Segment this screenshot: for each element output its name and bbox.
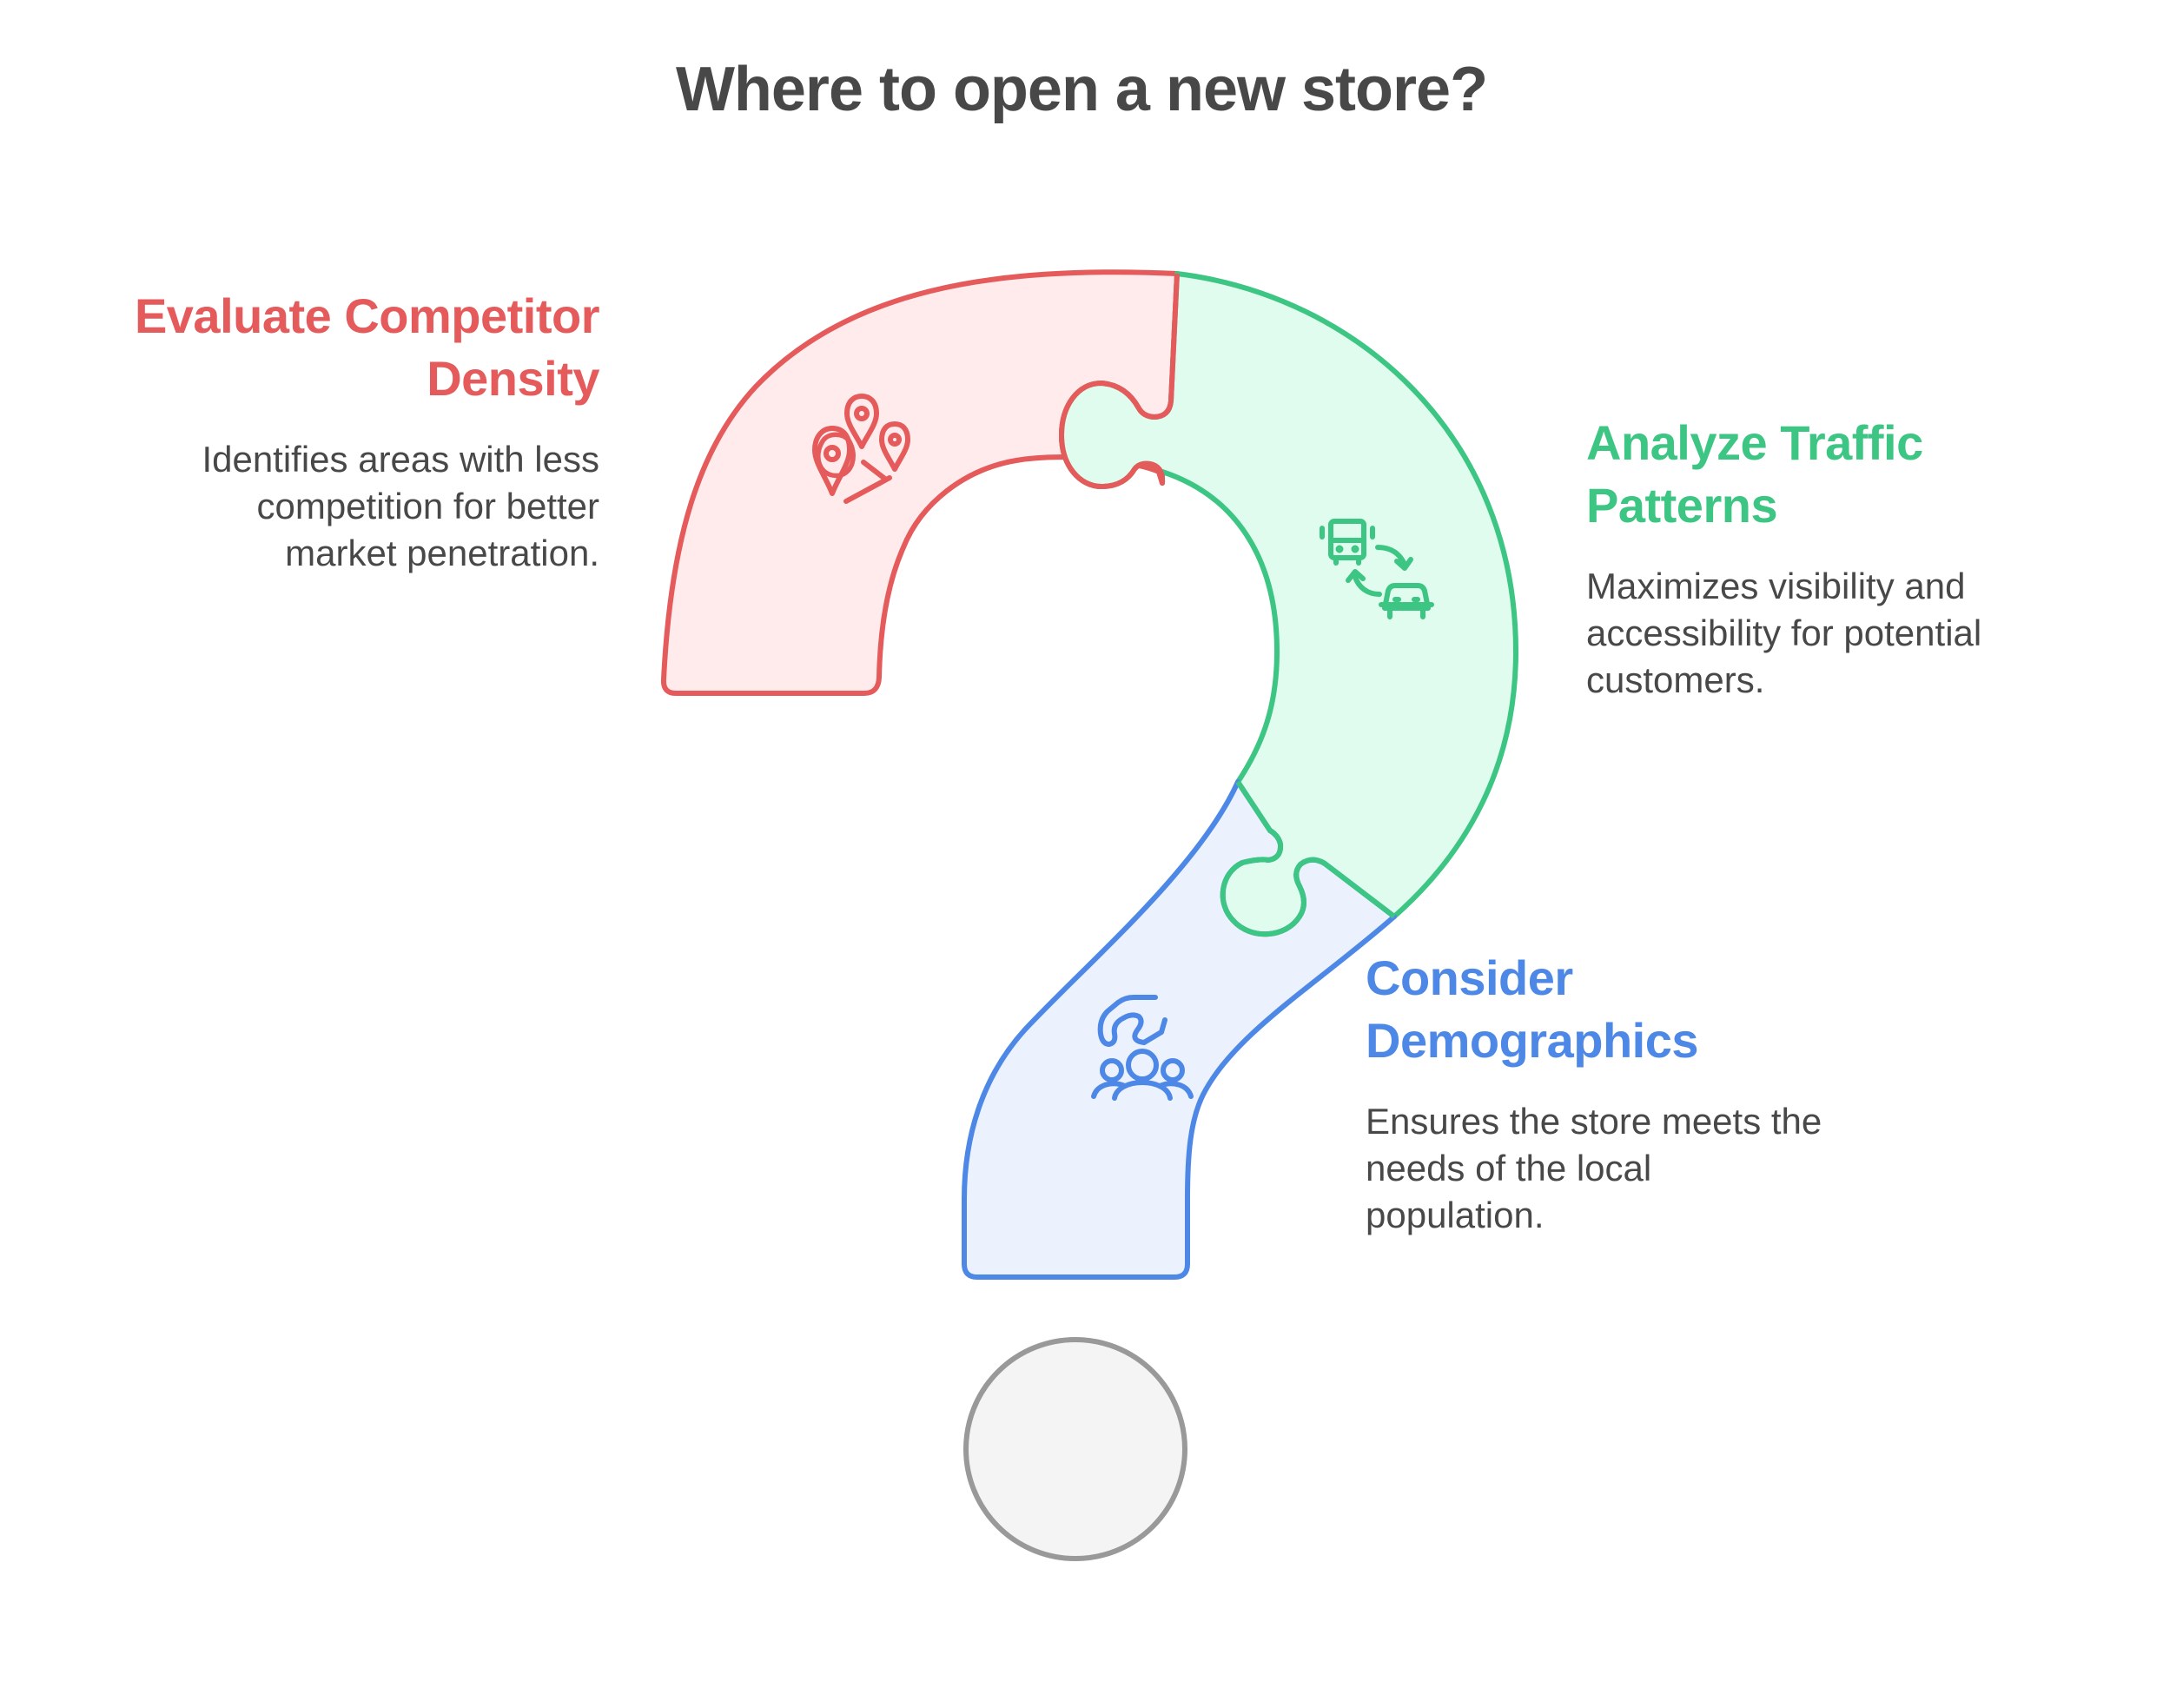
description-line: market penetration. [285,533,599,573]
item-description: Ensures the store meets the needs of the… [1366,1098,1904,1239]
heading-line: Analyze Traffic [1586,415,1923,470]
description-line: customers. [1586,659,1765,700]
item-demographics: Consider Demographics Ensures the store … [1366,947,1904,1239]
page-title: Where to open a new store? [675,55,1488,124]
item-competitor-density: Evaluate Competitor Density Identifies a… [69,285,600,577]
hand-over-people-icon [1091,995,1194,1101]
item-heading: Consider Demographics [1366,947,1904,1072]
red-green-seam [1059,273,1180,489]
description-line: accessibility for potential [1586,612,1982,653]
green-blue-seam [1220,780,1396,937]
heading-line: Density [427,351,599,406]
heading-line: Demographics [1366,1013,1699,1068]
description-line: Ensures the store meets the [1366,1101,1822,1142]
item-heading: Analyze Traffic Patterns [1586,412,2125,537]
item-description: Maximizes visibility and accessibility f… [1586,563,2125,704]
description-line: Identifies areas with less [202,439,599,480]
heading-line: Consider [1366,950,1573,1005]
heading-line: Patterns [1586,478,1778,533]
heading-line: Evaluate Competitor [134,288,600,343]
item-traffic-patterns: Analyze Traffic Patterns Maximizes visib… [1586,412,2125,704]
map-pins-icon [812,394,910,504]
description-line: population. [1366,1195,1545,1235]
bus-car-exchange-icon [1320,519,1434,619]
description-line: needs of the local [1366,1148,1652,1188]
description-line: competition for better [256,486,599,526]
item-description: Identifies areas with less competition f… [69,436,599,577]
item-heading: Evaluate Competitor Density [69,285,600,410]
question-mark-dot [963,1337,1187,1561]
description-line: Maximizes visibility and [1586,566,1966,606]
